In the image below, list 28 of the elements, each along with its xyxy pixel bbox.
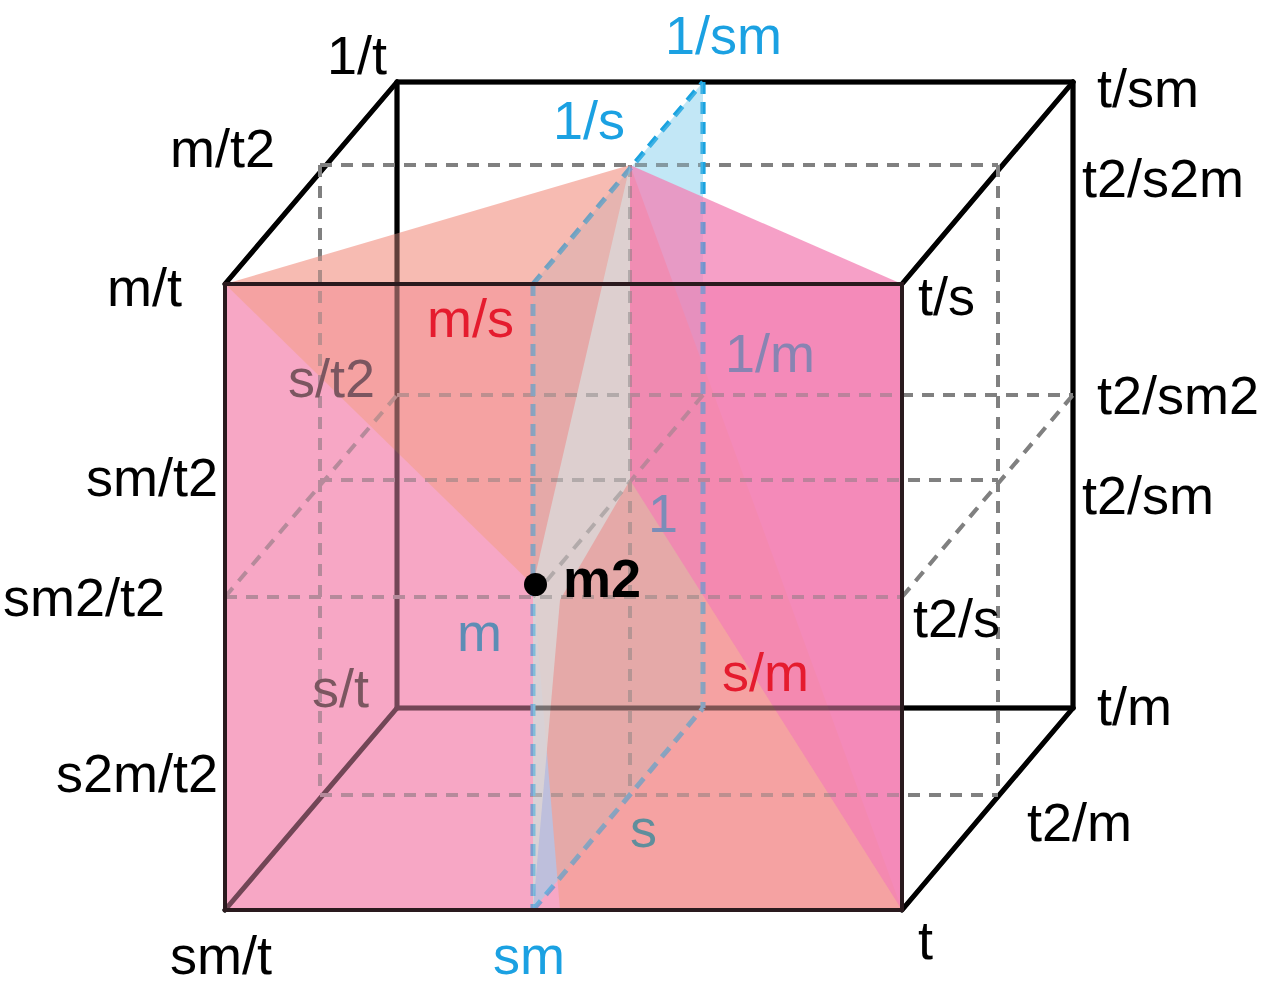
unit-label: 1/m [725,326,816,380]
unit-label: t2/s [913,591,1001,645]
unit-label: m/s [427,291,514,345]
unit-label: s/t2 [288,351,376,405]
unit-label: t [918,913,933,967]
unit-label: sm/t2 [86,450,219,504]
unit-label: m/t2 [170,121,276,175]
unit-label: t2/s2m [1082,151,1245,205]
unit-label: t/m [1097,679,1172,733]
unit-label: sm [493,928,565,982]
unit-label: s [630,801,657,855]
unit-label: 1/t [327,28,388,82]
unit-label: t/s [918,269,975,323]
unit-label: t2/m [1027,795,1133,849]
unit-label: m/t [107,260,182,314]
unit-label: 1 [648,486,679,540]
unit-label: m [457,605,502,659]
unit-label: t2/sm [1082,468,1215,522]
unit-label: s/t [312,661,369,715]
unit-label: s/m [722,645,809,699]
unit-label: sm/t [170,928,272,982]
unit-label: 1/s [553,93,626,147]
unit-label: t2/sm2 [1097,368,1260,422]
point-label: m2 [563,551,642,605]
unit-label: t/sm [1097,61,1199,115]
unit-label: s2m/t2 [56,746,219,800]
unit-label: sm2/t2 [3,570,166,624]
unit-label: 1/sm [665,8,783,62]
